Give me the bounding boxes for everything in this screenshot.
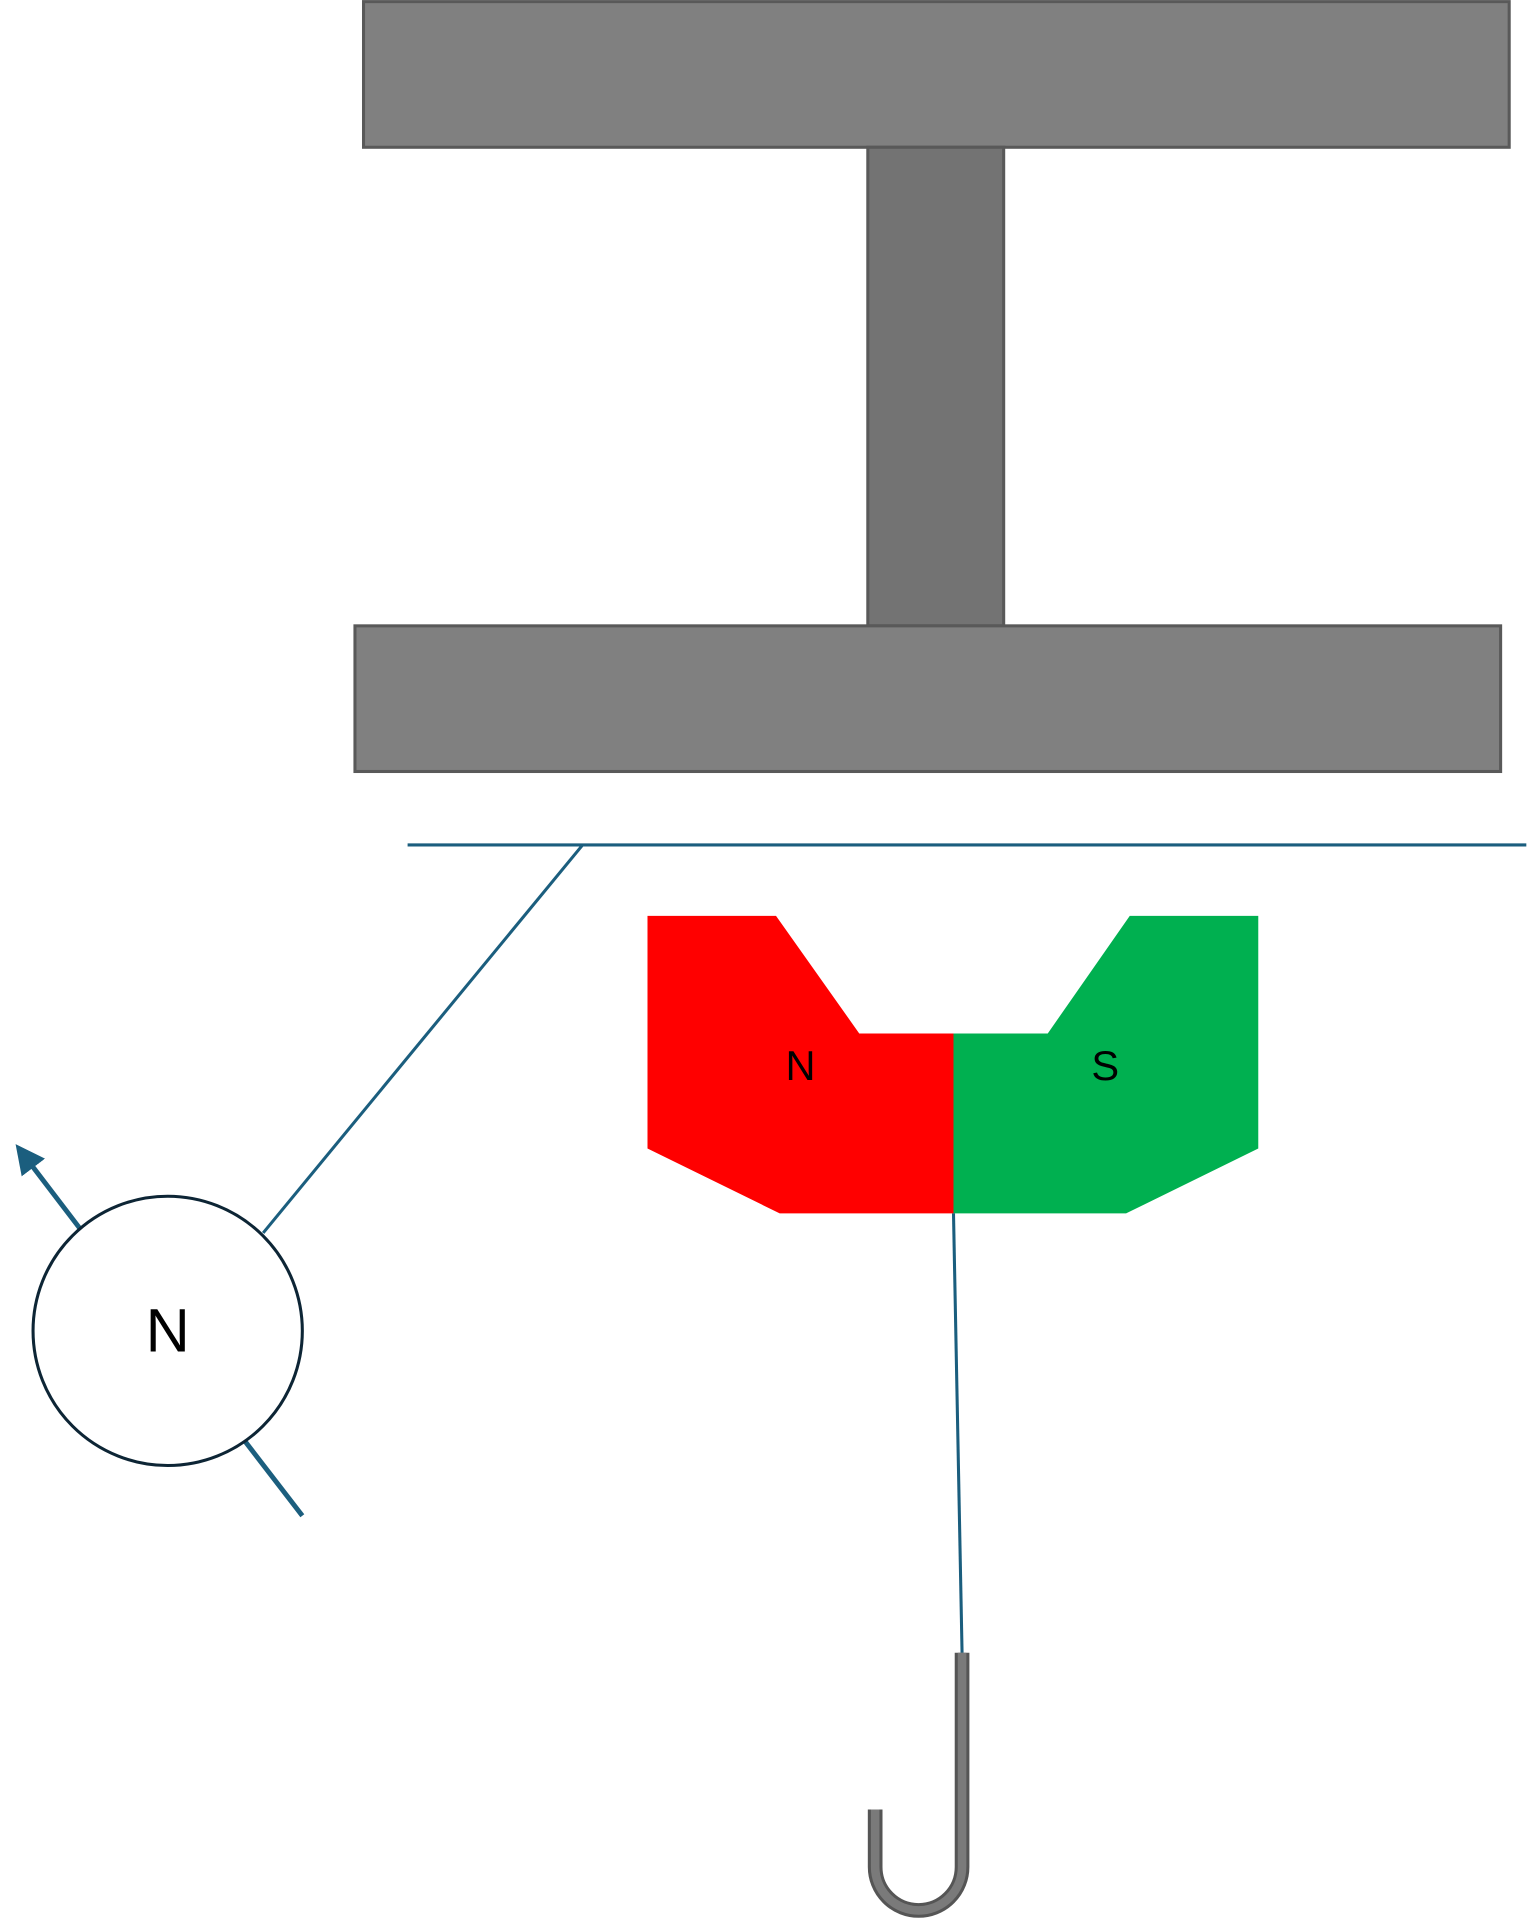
compass-arrow xyxy=(15,1144,82,1230)
magnet-north-half xyxy=(647,915,954,1214)
beam-top-flange xyxy=(361,0,1511,149)
horseshoe-magnet: N S xyxy=(647,915,1259,1214)
beam-web xyxy=(866,145,1006,628)
compass-pole-label: N xyxy=(146,1297,190,1365)
diagonal-line xyxy=(261,843,584,1234)
magnet-south-half xyxy=(953,915,1259,1214)
magnet-south-label: S xyxy=(1091,1042,1119,1089)
i-beam xyxy=(353,0,1511,774)
magnet-north-label: N xyxy=(785,1042,815,1089)
compass-needle: N xyxy=(15,1144,305,1518)
hook xyxy=(867,1652,970,1918)
beam-bottom-flange xyxy=(353,624,1503,774)
compass-circle xyxy=(31,1194,304,1468)
compass-tail xyxy=(242,1439,305,1518)
hanging-string xyxy=(951,1213,964,1653)
